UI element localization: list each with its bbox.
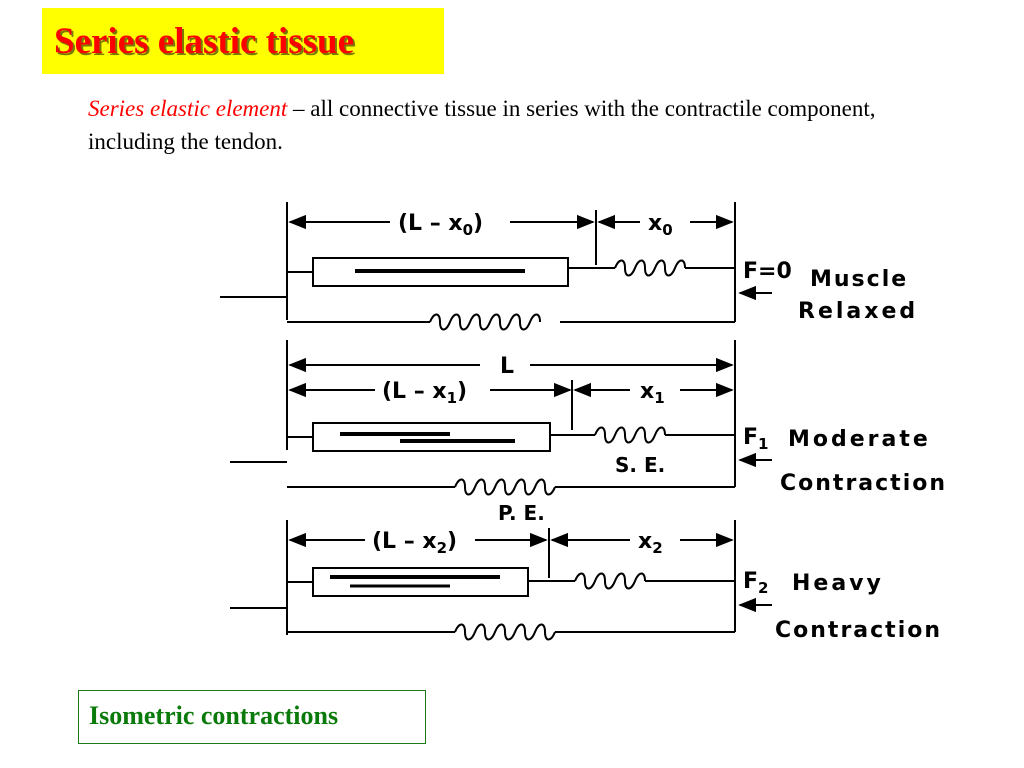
series-elastic-spring <box>614 259 686 277</box>
total-length-label: L <box>500 354 514 379</box>
definition-term: Series elastic element <box>88 96 288 121</box>
state-label-line2: Relaxed <box>798 299 918 324</box>
definition-text: – all connective tissue in series with t… <box>88 96 876 154</box>
dim-label-left: (L – x1) <box>382 379 467 407</box>
parallel-elastic-spring <box>429 313 541 331</box>
state-label-line1: Moderate <box>788 427 931 452</box>
muscle-model-diagram: (L – x0) x0 F=0 Muscle Relaxed L (L – x1… <box>220 202 947 643</box>
force-label: F1 <box>743 425 768 453</box>
force-label: F2 <box>743 569 768 597</box>
parallel-elastic-spring <box>454 623 556 641</box>
series-elastic-spring <box>594 426 666 444</box>
series-elastic-label: S. E. <box>615 453 665 477</box>
state-label-line1: Muscle <box>810 267 908 292</box>
force-label: F=0 <box>743 259 792 284</box>
series-elastic-spring <box>574 572 646 590</box>
state-label-line2: Contraction <box>780 471 947 496</box>
panel-relaxed <box>220 202 772 331</box>
parallel-elastic-spring <box>454 478 556 496</box>
state-label-line1: Heavy <box>792 571 884 596</box>
dim-label-left: (L – x2) <box>372 529 457 557</box>
dim-label-right: x1 <box>640 379 665 407</box>
dim-label-left: (L – x0) <box>398 211 483 239</box>
footer-label: Isometric contractions <box>89 701 339 730</box>
title-box: Series elastic tissue <box>42 8 444 74</box>
dim-label-right: x2 <box>638 529 663 557</box>
contractile-element <box>312 422 551 452</box>
dim-label-right: x0 <box>648 211 673 239</box>
state-label-line2: Contraction <box>775 618 942 643</box>
contractile-element <box>312 567 529 597</box>
parallel-elastic-label: P. E. <box>498 501 545 525</box>
footer-box: Isometric contractions <box>78 690 426 744</box>
definition-paragraph: Series elastic element – all connective … <box>88 92 958 158</box>
slide-title: Series elastic tissue <box>54 21 355 62</box>
panel-moderate <box>230 340 772 496</box>
panel-heavy <box>230 520 772 641</box>
